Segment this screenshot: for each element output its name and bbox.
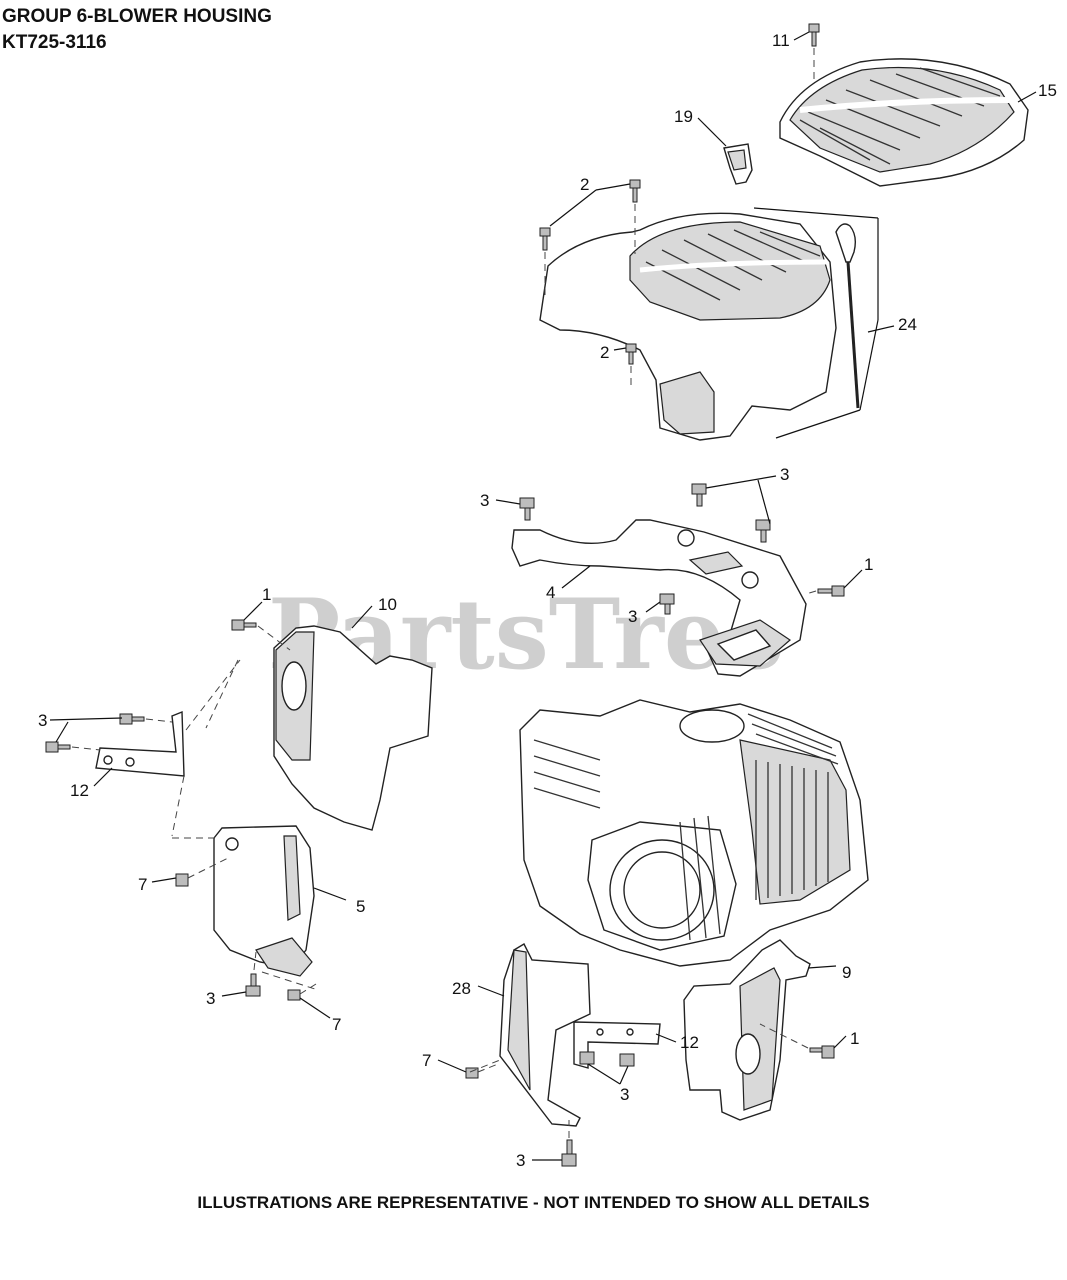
- diagram-title: GROUP 6-BLOWER HOUSING: [2, 6, 272, 27]
- part-2-bolts[interactable]: [539, 179, 641, 390]
- callout-7-b: 7: [332, 1015, 341, 1034]
- callout-28: 28: [452, 979, 471, 998]
- callout-12-b: 12: [680, 1033, 699, 1052]
- part-1-bolt-left[interactable]: [231, 619, 291, 651]
- callout-1-a: 1: [864, 555, 873, 574]
- model-number: KT725-3116: [2, 32, 107, 53]
- callout-numbers: 11 15 19 2 2 24 3 3 1 4 3 1 10 3 12 7 5 …: [38, 31, 1057, 1170]
- part-7-nut-lower[interactable]: [465, 1063, 499, 1079]
- part-4-baffle-plate[interactable]: [511, 519, 807, 677]
- callout-3-e: 3: [206, 989, 215, 1008]
- assembly-guides: [172, 659, 501, 1073]
- callout-15: 15: [1038, 81, 1057, 100]
- callout-2-top: 2: [580, 175, 589, 194]
- part-15-screen[interactable]: [779, 58, 1029, 187]
- part-7-nuts-left[interactable]: [175, 857, 317, 1001]
- part-19-clip[interactable]: [723, 143, 753, 185]
- callout-3-g: 3: [516, 1151, 525, 1170]
- callout-9: 9: [842, 963, 851, 982]
- blower-housing[interactable]: [539, 207, 879, 441]
- callout-19: 19: [674, 107, 693, 126]
- engine-block[interactable]: [519, 699, 869, 967]
- callout-7-c: 7: [422, 1051, 431, 1070]
- callout-5: 5: [356, 897, 365, 916]
- callout-3-d: 3: [38, 711, 47, 730]
- part-9-shroud[interactable]: [683, 939, 811, 1121]
- disclaimer-footer: ILLUSTRATIONS ARE REPRESENTATIVE - NOT I…: [197, 1193, 870, 1212]
- part-3-nuts-lower[interactable]: [579, 1051, 635, 1067]
- part-24-dipstick[interactable]: [835, 223, 860, 409]
- callout-11: 11: [772, 31, 790, 50]
- callout-1-b: 1: [262, 585, 271, 604]
- part-5-shroud[interactable]: [213, 825, 315, 977]
- part-12-bracket-lower[interactable]: [573, 1021, 661, 1069]
- callout-24: 24: [898, 315, 917, 334]
- part-3-bolts-left[interactable]: [45, 713, 173, 753]
- callout-3-f: 3: [620, 1085, 629, 1104]
- part-3-bolt-lower-left[interactable]: [245, 951, 261, 997]
- part-28-shroud[interactable]: [499, 943, 591, 1127]
- part-12-bracket-left[interactable]: [95, 659, 241, 837]
- callout-4: 4: [546, 583, 555, 602]
- part-10-shroud[interactable]: [273, 625, 433, 831]
- part-11-bolt[interactable]: [808, 23, 820, 84]
- part-3-bolts-upper[interactable]: [519, 483, 771, 615]
- callout-2-lower: 2: [600, 343, 609, 362]
- part-1-bolt-upper[interactable]: [805, 585, 845, 597]
- callout-7-a: 7: [138, 875, 147, 894]
- part-1-bolt-lower[interactable]: [759, 1023, 835, 1059]
- part-3-bolt-bottom[interactable]: [561, 1120, 577, 1167]
- callout-12-a: 12: [70, 781, 89, 800]
- leader-lines: [49, 31, 1037, 1161]
- callout-3-a: 3: [480, 491, 489, 510]
- callout-3-b: 3: [780, 465, 789, 484]
- callout-3-c: 3: [628, 607, 637, 626]
- callout-1-c: 1: [850, 1029, 859, 1048]
- callout-10: 10: [378, 595, 397, 614]
